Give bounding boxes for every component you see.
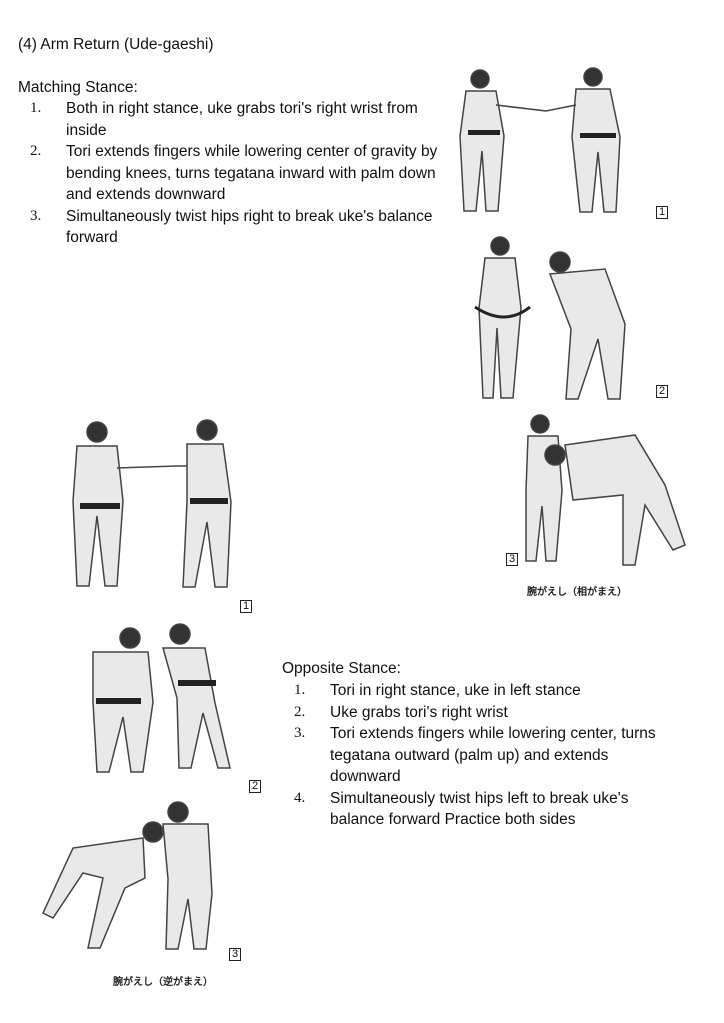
- opposite-stance-heading: Opposite Stance:: [282, 660, 401, 677]
- list-item: 4. Simultaneously twist hips left to brea…: [294, 788, 674, 831]
- list-item: 3. Simultaneously twist hips right to bre…: [30, 206, 440, 249]
- photo-opposite-2: [68, 620, 253, 780]
- photo-matching-1: [448, 65, 653, 220]
- step-number: 3.: [30, 207, 42, 224]
- step-text: Tori in right stance, uke in left stance: [330, 682, 581, 699]
- step-text: Tori extends fingers while lowering cent…: [66, 143, 438, 203]
- opposite-stance-steps: 1. Tori in right stance, uke in left stan…: [294, 680, 674, 831]
- step-number: 1.: [294, 682, 306, 698]
- step-number: 4.: [294, 789, 306, 806]
- photo-number: 3: [506, 553, 519, 566]
- photo-caption: 腕がえし（相がまえ）: [527, 587, 627, 598]
- step-text: Simultaneously twist hips left to break …: [330, 789, 629, 829]
- matching-stance-steps: 1. Both in right stance, uke grabs tori's…: [30, 98, 440, 249]
- matching-stance-heading: Matching Stance:: [18, 79, 138, 96]
- photo-number: 1: [240, 600, 253, 613]
- step-number: 3.: [294, 725, 306, 741]
- photo-opposite-3: [38, 800, 228, 960]
- photo-number: 2: [656, 385, 669, 398]
- step-text: Simultaneously twist hips right to break…: [66, 207, 433, 247]
- list-item: 3. Tori extends fingers while lowering ce…: [294, 723, 674, 788]
- step-text: Tori extends fingers while lowering cent…: [330, 725, 656, 785]
- list-item: 2. Uke grabs tori's right wrist: [294, 702, 674, 724]
- list-item: 1. Tori in right stance, uke in left stan…: [294, 680, 674, 702]
- step-text: Both in right stance, uke grabs tori's r…: [66, 100, 418, 139]
- photo-opposite-1: [62, 418, 257, 593]
- step-text: Uke grabs tori's right wrist: [330, 703, 508, 721]
- photo-matching-3: [520, 410, 690, 570]
- photo-number: 3: [229, 948, 242, 961]
- list-item: 1. Both in right stance, uke grabs tori's…: [30, 98, 440, 141]
- list-item: 2. Tori extends fingers while lowering ce…: [30, 141, 440, 206]
- photo-number: 2: [249, 780, 262, 793]
- step-number: 2.: [30, 143, 42, 159]
- section-title: (4) Arm Return (Ude-gaeshi): [18, 36, 214, 53]
- step-number: 1.: [30, 100, 42, 116]
- photo-matching-2: [460, 232, 650, 407]
- step-number: 2.: [294, 703, 306, 720]
- photo-number: 1: [656, 206, 669, 219]
- photo-caption: 腕がえし（逆がまえ）: [113, 977, 213, 988]
